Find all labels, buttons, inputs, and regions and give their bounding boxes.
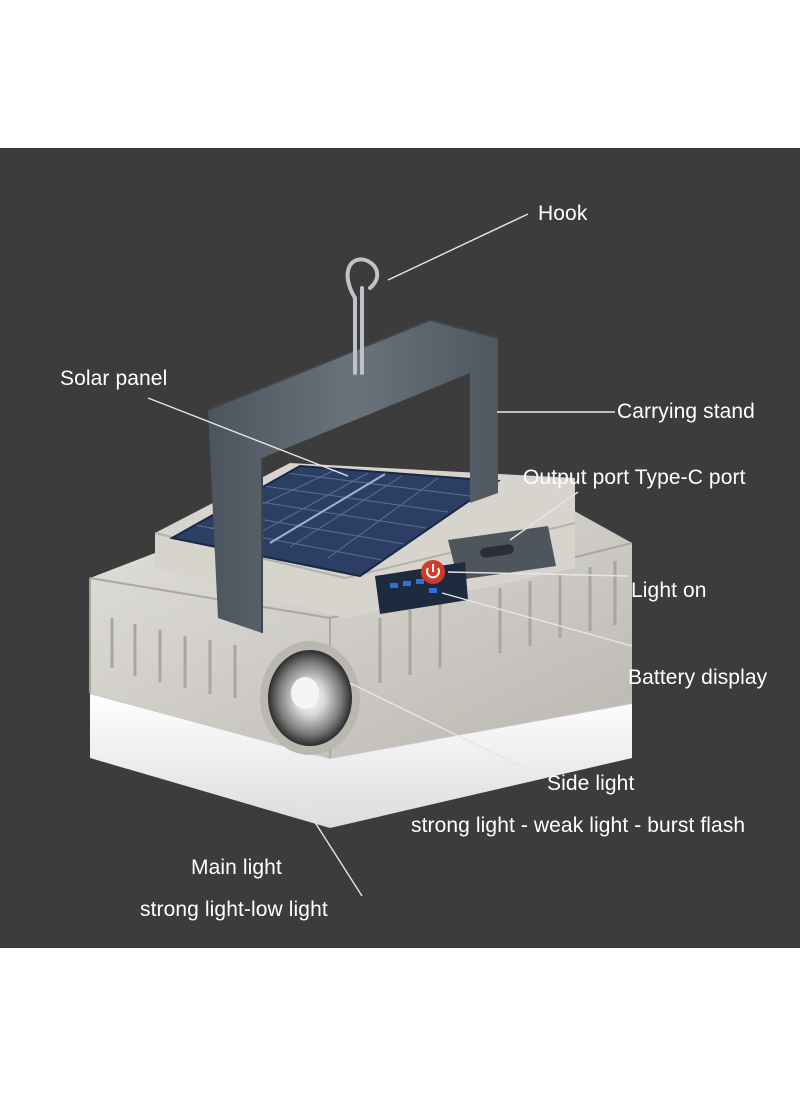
leader-line-solar-panel [147,397,349,477]
control-panel [375,560,468,614]
leader-line-hook [387,213,529,281]
lantern-illustration [89,213,633,897]
label-hook: Hook [538,202,588,225]
leader-line-battery-display [441,592,633,647]
label-main-light: Main light [191,856,282,879]
leader-line-output-port [509,491,579,541]
label-main-light-modes: strong light-low light [140,898,328,921]
label-carrying-stand: Carrying stand [617,400,755,423]
label-light-on: Light on [631,579,707,602]
label-output-port: Output port Type-C port [523,466,746,489]
carrying-stand-graphic [207,318,499,633]
label-battery-display: Battery display [628,666,768,689]
leader-line-main-light [287,779,363,897]
type-c-port-cover [448,526,556,580]
leader-lines [147,213,633,897]
side-light-graphic [260,641,360,755]
label-side-light: Side light [547,772,635,795]
hook-graphic [345,257,380,375]
product-diagram: Hook Solar panel Carrying stand Output p… [0,148,800,948]
leader-line-light-on [447,571,629,577]
leader-line-side-light [349,682,539,776]
label-solar-panel: Solar panel [60,367,168,390]
label-side-light-modes: strong light - weak light - burst flash [411,814,746,837]
